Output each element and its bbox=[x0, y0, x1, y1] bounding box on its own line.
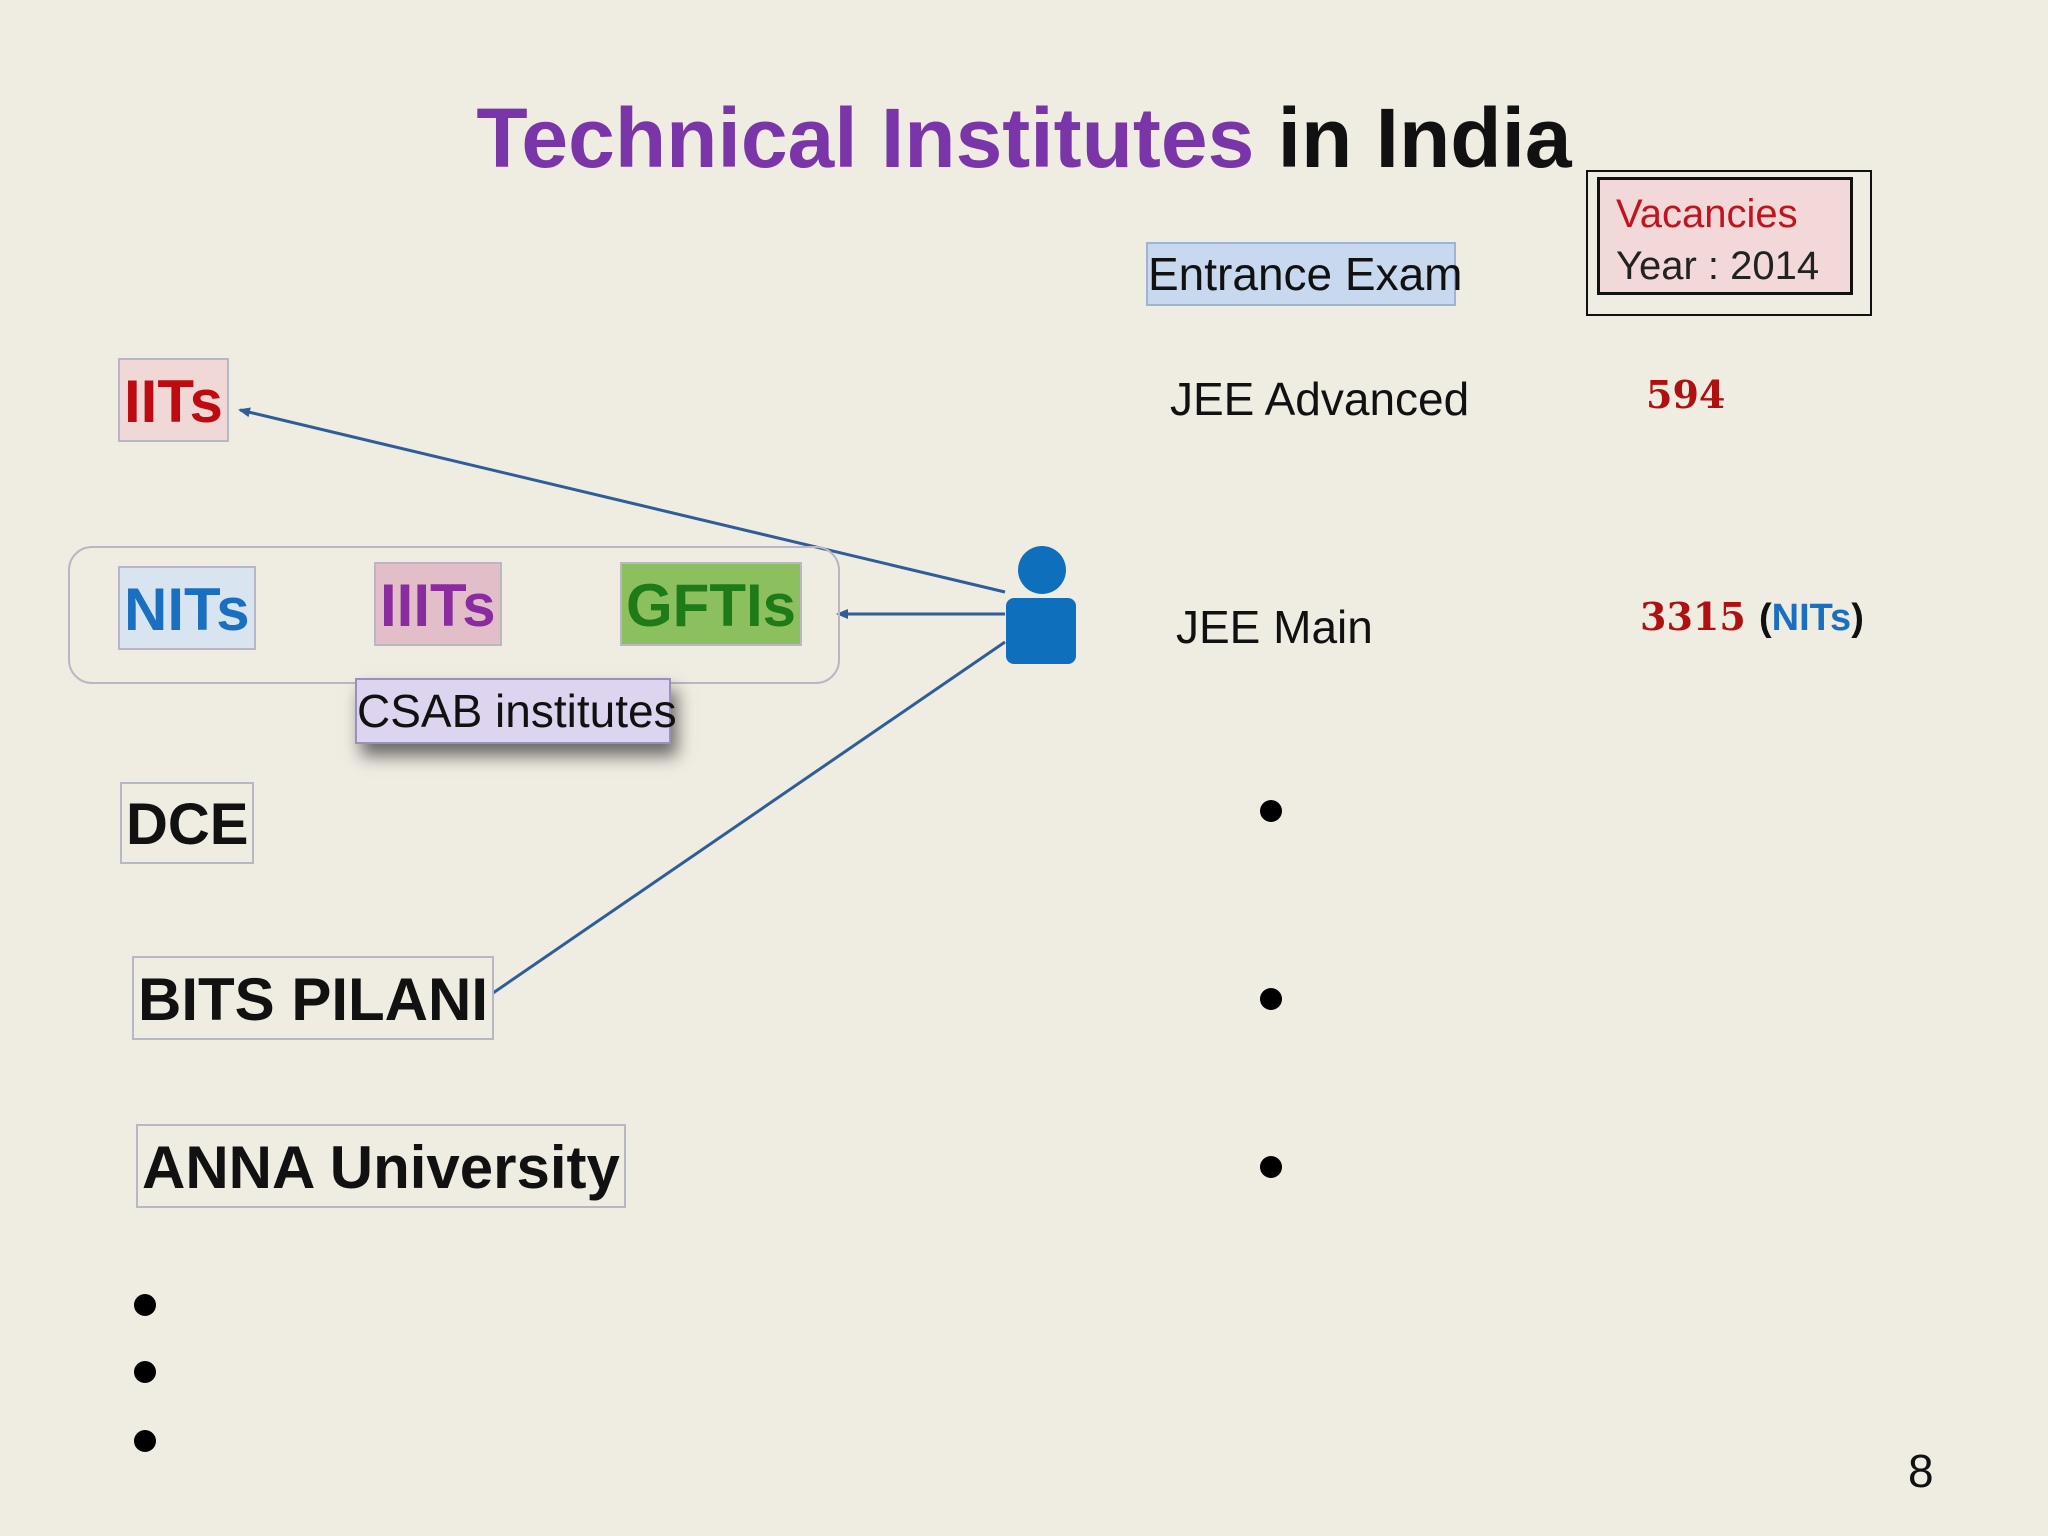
page-number: 8 bbox=[1908, 1445, 1934, 1497]
institute-anna: ANNA University bbox=[136, 1124, 626, 1208]
exam-jee-main: JEE Main bbox=[1176, 601, 1373, 653]
entrance-exam-header: Entrance Exam bbox=[1146, 242, 1462, 306]
exam-jee-advanced: JEE Advanced bbox=[1170, 373, 1470, 425]
institute-bits: BITS PILANI bbox=[132, 956, 495, 1040]
vacancy-count-paren-close: ) bbox=[1851, 597, 1864, 639]
person-icon bbox=[1006, 546, 1076, 664]
vacancies-frame bbox=[1586, 170, 1872, 316]
exam-bullet-dot bbox=[1260, 800, 1282, 822]
institute-dce: DCE bbox=[120, 782, 255, 864]
bullet-dot bbox=[134, 1430, 156, 1452]
page-title-rest: in India bbox=[1254, 91, 1572, 185]
arrow-to-bits bbox=[472, 640, 1006, 1008]
page-title: Technical Institutes in India bbox=[0, 90, 2048, 187]
vacancies-year: Year : 2014 bbox=[1616, 244, 1820, 288]
institute-gftis: GFTIs bbox=[620, 562, 803, 646]
institute-iits: IITs bbox=[118, 358, 229, 442]
arrow-to-iits bbox=[238, 407, 1006, 594]
vacancies-title: Vacancies bbox=[1616, 192, 1798, 236]
page-title-highlight: Technical Institutes bbox=[476, 91, 1255, 185]
exam-bullet-dot bbox=[1260, 988, 1282, 1010]
bullet-dot bbox=[134, 1294, 156, 1316]
institute-iiits: IIITs bbox=[374, 562, 502, 646]
vacancy-count-jee-advanced: 594 bbox=[1646, 372, 1726, 417]
vacancy-count-jee-main: 3315 (NITs) bbox=[1640, 594, 1864, 640]
institute-nits: NITs bbox=[118, 566, 256, 650]
vacancy-count-jee-main-value: 3315 bbox=[1640, 594, 1746, 639]
exam-bullet-dot bbox=[1260, 1156, 1282, 1178]
vacancies-box: Vacancies Year : 2014 bbox=[1597, 177, 1853, 295]
csab-label: CSAB institutes bbox=[355, 678, 677, 744]
bullet-dot bbox=[134, 1361, 156, 1383]
vacancy-count-paren-open: ( bbox=[1759, 597, 1772, 639]
vacancy-count-note: NITs bbox=[1771, 597, 1852, 639]
